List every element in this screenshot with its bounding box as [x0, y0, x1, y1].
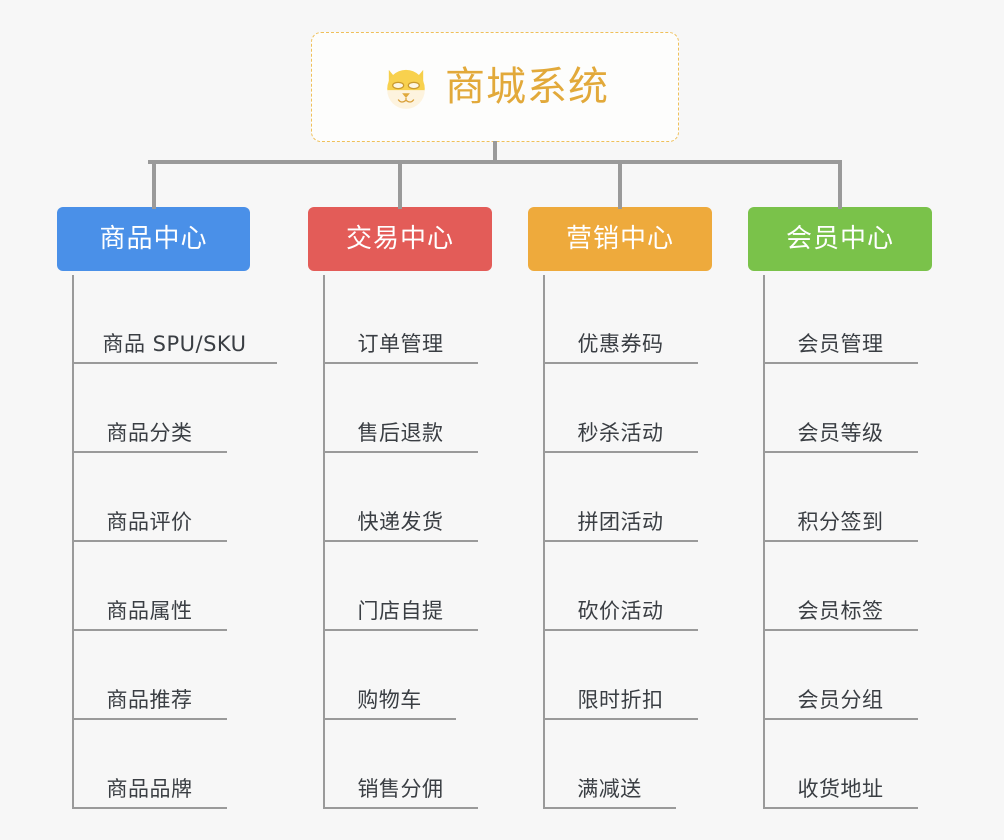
connector-branch-vertical-1	[151, 160, 156, 209]
leaf-item-label: 会员等级	[797, 420, 884, 445]
connector-horizontal-bus	[148, 160, 842, 164]
leaf-item-label: 商品评价	[106, 509, 193, 534]
leaf-item-label: 购物车	[357, 687, 422, 712]
leaf-item-label: 砍价活动	[577, 598, 664, 623]
leaf-item-label: 拼团活动	[577, 509, 664, 534]
leaf-spine	[763, 275, 765, 809]
leaf-item[interactable]: 商品品牌	[72, 720, 227, 809]
leaf-item[interactable]: 售后退款	[323, 364, 478, 453]
leaf-item-label: 销售分佣	[357, 776, 444, 801]
leaf-item[interactable]: 收货地址	[763, 720, 918, 809]
leaf-spine	[543, 275, 545, 809]
leaf-item-label: 秒杀活动	[577, 420, 664, 445]
category-label: 营销中心	[565, 224, 674, 254]
leaf-column-3: 优惠券码秒杀活动拼团活动砍价活动限时折扣满减送	[543, 275, 783, 809]
connector-branch-vertical-3	[618, 160, 622, 209]
leaf-item-label: 会员分组	[797, 687, 884, 712]
leaf-item-label: 商品分类	[106, 420, 193, 445]
leaf-item[interactable]: 会员等级	[763, 364, 918, 453]
leaf-item-label: 商品 SPU/SKU	[102, 331, 247, 356]
category-label: 交易中心	[345, 224, 454, 254]
leaf-item[interactable]: 销售分佣	[323, 720, 478, 809]
leaf-item[interactable]: 快递发货	[323, 453, 478, 542]
leaf-item-label: 商品推荐	[106, 687, 193, 712]
leaf-item-label: 优惠券码	[577, 331, 664, 356]
shiba-dog-face-icon	[387, 69, 425, 109]
leaf-item-label: 商品品牌	[106, 776, 193, 801]
leaf-item[interactable]: 商品属性	[72, 542, 227, 631]
category-box-2[interactable]: 交易中心	[308, 207, 492, 271]
leaf-item[interactable]: 商品 SPU/SKU	[72, 275, 277, 364]
category-box-3[interactable]: 营销中心	[528, 207, 712, 271]
leaf-item-label: 门店自提	[357, 598, 444, 623]
leaf-item[interactable]: 订单管理	[323, 275, 478, 364]
category-box-1[interactable]: 商品中心	[57, 207, 250, 271]
leaf-item[interactable]: 购物车	[323, 631, 456, 720]
leaf-item[interactable]: 限时折扣	[543, 631, 698, 720]
leaf-item[interactable]: 优惠券码	[543, 275, 698, 364]
leaf-item[interactable]: 满减送	[543, 720, 676, 809]
leaf-item[interactable]: 砍价活动	[543, 542, 698, 631]
root-title: 商城系统	[445, 64, 609, 110]
leaf-item[interactable]: 会员标签	[763, 542, 918, 631]
leaf-item-label: 收货地址	[797, 776, 884, 801]
leaf-item-label: 限时折扣	[577, 687, 664, 712]
leaf-item-label: 会员管理	[797, 331, 884, 356]
leaf-column-4: 会员管理会员等级积分签到会员标签会员分组收货地址	[763, 275, 1003, 809]
connector-branch-vertical-2	[398, 160, 402, 209]
connector-branch-vertical-4	[838, 160, 842, 209]
leaf-column-1: 商品 SPU/SKU 商品分类商品评价商品属性商品推荐商品品牌	[72, 275, 312, 809]
leaf-item-label: 快递发货	[357, 509, 444, 534]
leaf-item[interactable]: 拼团活动	[543, 453, 698, 542]
leaf-item[interactable]: 商品推荐	[72, 631, 227, 720]
leaf-item-label: 商品属性	[106, 598, 193, 623]
root-node-shopping-mall-system[interactable]: 商城系统	[311, 32, 679, 142]
category-label: 会员中心	[785, 224, 894, 254]
leaf-item-label: 满减送	[577, 776, 642, 801]
connector-root-vertical	[493, 141, 497, 163]
leaf-spine	[72, 275, 74, 809]
leaf-column-2: 订单管理售后退款快递发货门店自提购物车销售分佣	[323, 275, 563, 809]
leaf-item[interactable]: 商品分类	[72, 364, 227, 453]
leaf-item[interactable]: 商品评价	[72, 453, 227, 542]
leaf-spine	[323, 275, 325, 809]
leaf-item[interactable]: 会员分组	[763, 631, 918, 720]
category-label: 商品中心	[99, 224, 208, 254]
leaf-item-label: 售后退款	[357, 420, 444, 445]
leaf-item-label: 订单管理	[357, 331, 444, 356]
leaf-item[interactable]: 会员管理	[763, 275, 918, 364]
leaf-item-label: 积分签到	[797, 509, 884, 534]
leaf-item[interactable]: 秒杀活动	[543, 364, 698, 453]
leaf-item[interactable]: 门店自提	[323, 542, 478, 631]
category-box-4[interactable]: 会员中心	[748, 207, 932, 271]
leaf-item-label: 会员标签	[797, 598, 884, 623]
leaf-item[interactable]: 积分签到	[763, 453, 918, 542]
